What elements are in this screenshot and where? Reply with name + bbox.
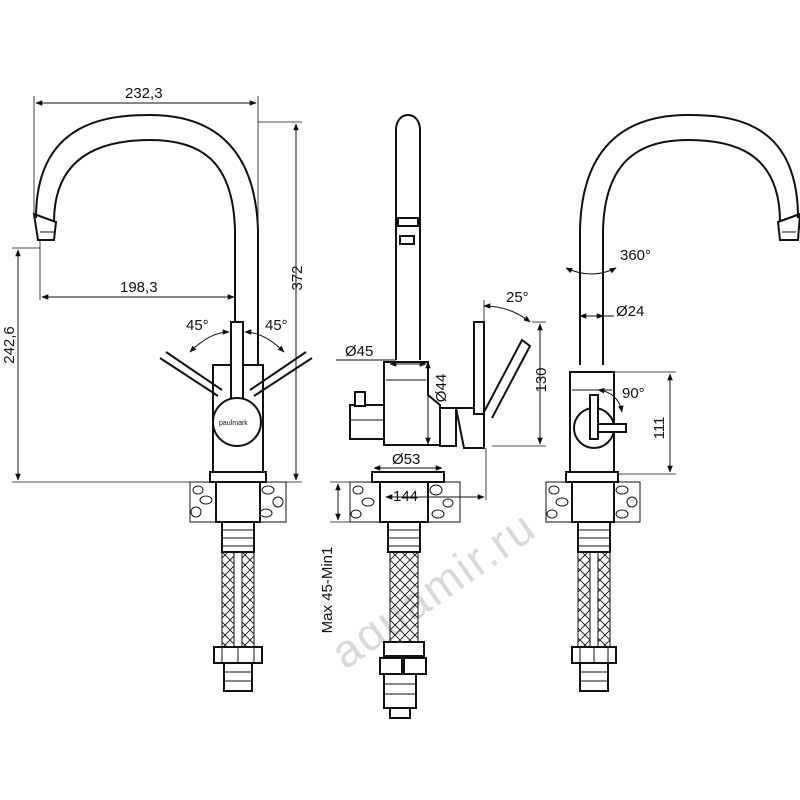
rear-countertop — [545, 481, 641, 523]
dim-diameter-spout: Ø24 — [616, 303, 644, 320]
brand-logo: paulmark — [219, 420, 248, 427]
front-countertop — [189, 481, 287, 523]
dim-handle-tilt: 25° — [506, 289, 529, 306]
dim-diameter-body: Ø44 — [433, 374, 450, 402]
dim-height-total: 372 — [289, 265, 306, 290]
side-handle-vertical — [473, 321, 485, 415]
dim-diameter-flange: Ø53 — [392, 451, 420, 468]
side-handle-tilted — [483, 338, 532, 419]
dim-body-height: 111 — [651, 417, 668, 440]
side-view: Ø45 Ø44 Ø53 144 25° 130 Max 45-Min1 — [319, 114, 550, 719]
front-hose-left — [221, 551, 235, 648]
front-spout-nozzle — [32, 212, 58, 241]
dim-countertop-thickness: Max 45-Min1 — [319, 547, 336, 634]
rear-hose-left — [577, 551, 591, 648]
dim-spout-height: 242,6 — [1, 326, 18, 364]
front-handle-lever — [230, 321, 244, 401]
rear-hose-right — [597, 551, 611, 648]
rear-spout-outer — [579, 113, 799, 365]
front-spout-inner — [53, 138, 236, 365]
front-hose-right — [241, 551, 255, 648]
dim-handle-rotation: 90° — [622, 385, 645, 402]
front-handle-left — [159, 351, 223, 397]
front-flange — [209, 471, 267, 483]
watermark-text: aquamir.ru — [321, 500, 545, 679]
side-valve — [349, 404, 385, 440]
front-cartridge-disc — [212, 397, 262, 447]
dim-diameter-base: Ø45 — [345, 343, 373, 360]
front-view: paulmark 232,3 372 — [1, 85, 313, 692]
dim-spout-rotation: 360° — [620, 247, 651, 264]
side-hose — [389, 551, 419, 643]
rear-spout-nozzle — [776, 212, 800, 241]
dim-handle-angle-right: 45° — [265, 317, 288, 334]
side-spout — [395, 114, 421, 236]
rear-view: 360° Ø24 90° 111 — [545, 113, 800, 692]
dim-overall-width: 232,3 — [125, 85, 163, 102]
front-spout-outer — [35, 113, 259, 365]
dim-handle-height: 130 — [533, 367, 550, 392]
front-shank — [221, 521, 255, 553]
rear-shank — [577, 521, 611, 553]
dim-base-height: 144 — [393, 488, 418, 505]
rear-flange — [565, 471, 619, 483]
dim-handle-angle-left: 45° — [186, 317, 209, 334]
side-body — [383, 361, 441, 446]
rear-spout-inner — [602, 138, 781, 365]
side-countertop — [349, 481, 461, 523]
rear-handle-lever — [589, 394, 599, 440]
side-shank — [387, 521, 421, 553]
dim-spout-reach: 198,3 — [120, 279, 158, 296]
side-flange — [371, 471, 445, 483]
